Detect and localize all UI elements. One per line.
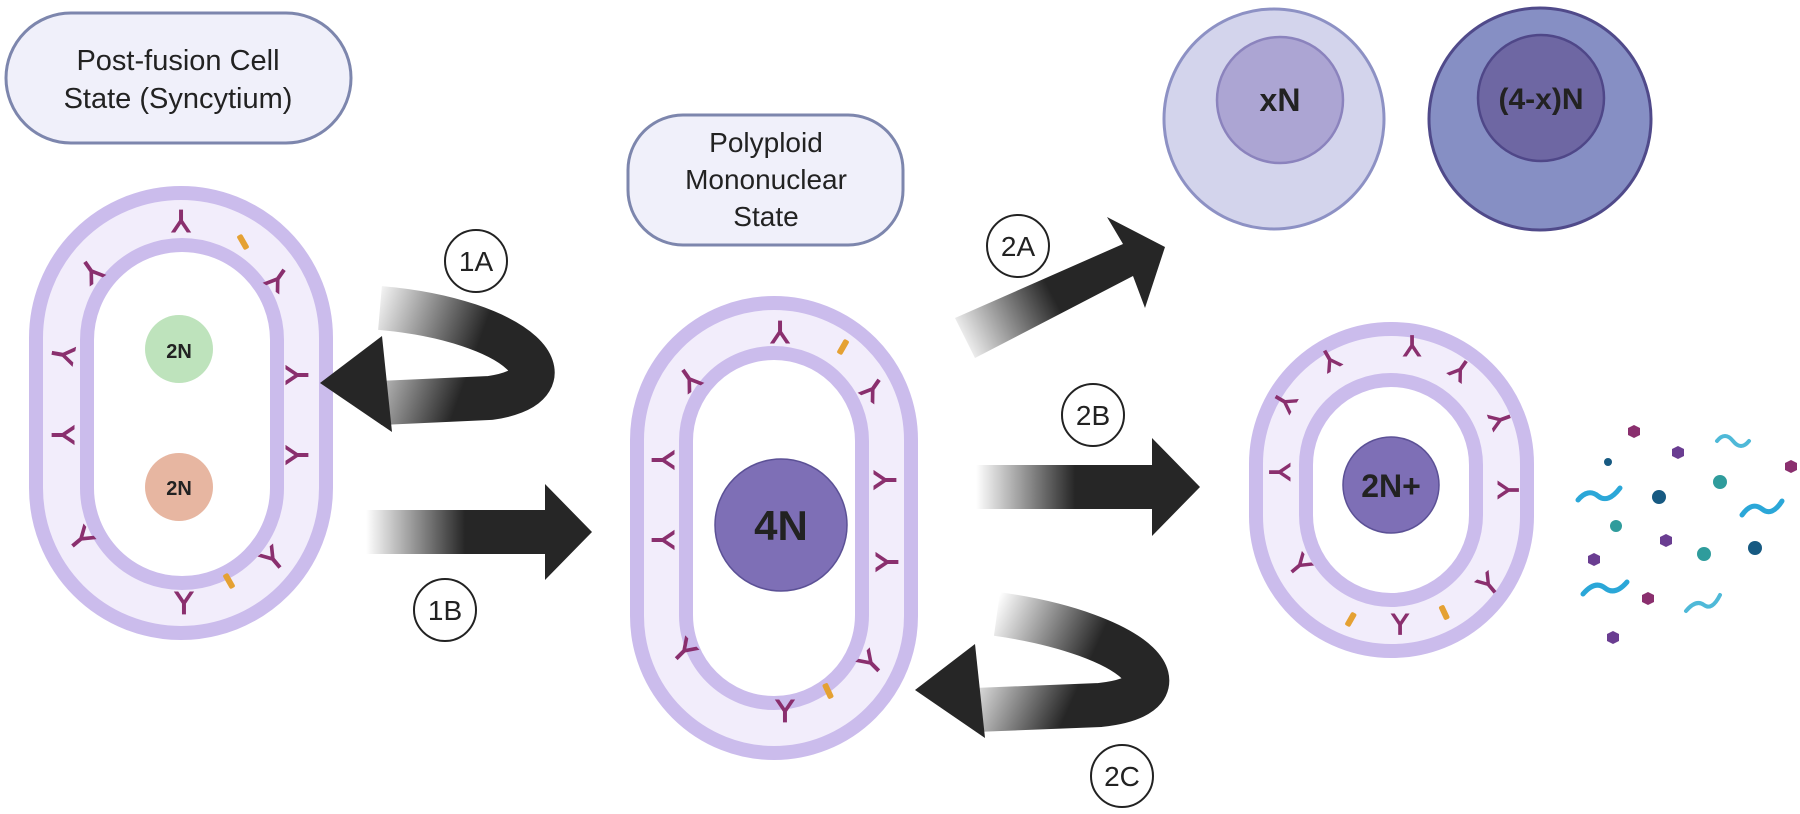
svg-text:⅄: ⅄ [173, 585, 195, 618]
syncytium-nucleus-bottom-label: 2N [166, 478, 192, 500]
daughter-left-nucleus-label: xN [1260, 82, 1301, 118]
step-2c-label: 2C [1104, 761, 1140, 792]
arrow-2b [976, 438, 1200, 536]
svg-text:⅄: ⅄ [279, 364, 312, 386]
polyploid-label-line1: Polyploid [709, 127, 823, 158]
step-1b: 1B [413, 578, 477, 642]
polyploid-marker-orange-bottom [822, 683, 834, 699]
polyploid-marker-orange-top [837, 339, 849, 355]
arrow-1a [320, 286, 555, 432]
svg-text:⅄: ⅄ [769, 317, 791, 350]
aneuploid-marker-orange-left [1345, 612, 1357, 627]
svg-text:⅄: ⅄ [1492, 480, 1523, 500]
syncytium-marker-orange-top [237, 234, 249, 250]
step-1b-label: 1B [428, 595, 462, 626]
step-1a: 1A [444, 229, 508, 293]
arrow-2c [915, 592, 1170, 738]
syncytium-nucleus-bottom [145, 453, 213, 521]
post-fusion-label-line1: Post-fusion Cell [76, 45, 279, 77]
polyploid-label-line3: State [733, 201, 798, 232]
svg-text:⅄: ⅄ [1390, 608, 1410, 639]
polyploid-cell: ⅄ ⅄ ⅄ ⅄ ⅄ ⅄ ⅄ ⅄ ⅄ ⅄ 4N [630, 296, 918, 760]
aneuploid-marker-orange-right [1438, 605, 1450, 620]
aneuploid-nucleus [1342, 436, 1440, 534]
daughter-cell-left: xN [1162, 7, 1386, 231]
step-2c: 2C [1090, 744, 1154, 808]
polyploid-nucleus-label: 4N [754, 502, 808, 549]
svg-text:⅄: ⅄ [48, 424, 81, 446]
post-fusion-label-box: Post-fusion Cell State (Syncytium) [4, 11, 353, 145]
step-2a: 2A [986, 214, 1050, 278]
daughter-cell-right: (4-x)N [1427, 6, 1653, 232]
step-2a-label: 2A [1001, 231, 1036, 262]
syncytium-cell: ⅄ ⅄ ⅄ ⅄ ⅄ ⅄ ⅄ ⅄ ⅄ ⅄ 2N 2N [29, 186, 333, 640]
svg-text:⅄: ⅄ [1265, 462, 1296, 482]
step-2b: 2B [1061, 383, 1125, 447]
post-fusion-label-line2: State (Syncytium) [64, 83, 293, 115]
svg-text:⅄: ⅄ [774, 693, 796, 726]
arrow-2a [955, 217, 1165, 358]
svg-text:⅄: ⅄ [869, 551, 902, 573]
svg-text:⅄: ⅄ [867, 469, 900, 491]
svg-text:⅄: ⅄ [648, 529, 681, 551]
step-1a-label: 1A [459, 246, 494, 277]
syncytium-nucleus-top-label: 2N [166, 341, 192, 363]
polyploid-nucleus [714, 458, 848, 592]
cell-debris [1575, 425, 1797, 644]
polyploid-label-line2: Mononuclear [685, 164, 847, 195]
aneuploid-cell: ⅄ ⅄ ⅄ ⅄ ⅄ ⅄ ⅄ ⅄ ⅄ ⅄ 2N+ [1249, 322, 1534, 658]
polyploid-label-box: Polyploid Mononuclear State [626, 113, 905, 247]
arrow-1b [366, 484, 592, 580]
svg-text:⅄: ⅄ [279, 444, 312, 466]
svg-text:⅄: ⅄ [1402, 331, 1422, 362]
svg-text:⅄: ⅄ [648, 449, 681, 471]
syncytium-nucleus-top [145, 315, 213, 383]
step-2b-label: 2B [1076, 400, 1110, 431]
daughter-right-nucleus-label: (4-x)N [1498, 83, 1583, 116]
syncytium-marker-orange-bottom [223, 573, 235, 589]
svg-text:⅄: ⅄ [170, 206, 192, 239]
aneuploid-nucleus-label: 2N+ [1361, 468, 1421, 504]
